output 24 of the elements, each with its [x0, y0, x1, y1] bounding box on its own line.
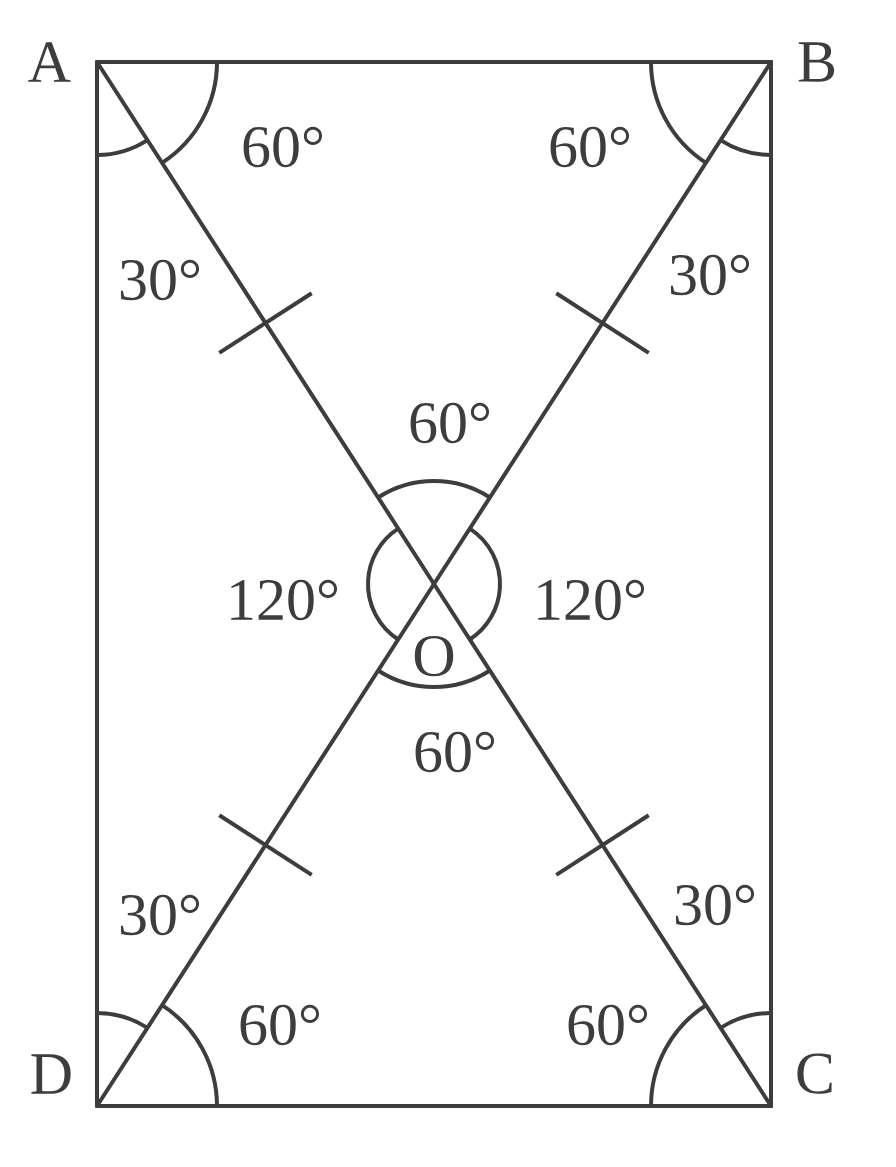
- angle-label: 60°: [240, 1004, 320, 1046]
- angle-label: 30°: [120, 259, 200, 301]
- line-segment: [432, 582, 773, 1108]
- angle-label: 60°: [410, 402, 490, 444]
- line-segment: [432, 60, 773, 586]
- angle-label: 30°: [670, 254, 750, 296]
- line-segment: [95, 1104, 773, 1108]
- angle-label: 60°: [568, 1004, 648, 1046]
- angle-label: 120°: [231, 579, 338, 621]
- vertex-label: O: [414, 636, 454, 677]
- vertex-label: C: [797, 1053, 832, 1094]
- angle-label: 120°: [538, 579, 645, 621]
- angle-label: 30°: [675, 884, 755, 926]
- angle-label: 60°: [415, 731, 495, 773]
- angle-label: 60°: [243, 126, 323, 168]
- angle-label: 30°: [120, 894, 200, 936]
- line-segment: [95, 60, 99, 1108]
- vertex-label: D: [31, 1054, 71, 1094]
- line-segment: [95, 60, 436, 586]
- line-segment: [769, 60, 773, 1108]
- line-segment: [95, 582, 436, 1108]
- angle-label: 60°: [550, 126, 630, 168]
- vertex-label: A: [28, 42, 71, 82]
- vertex-label: B: [798, 42, 835, 82]
